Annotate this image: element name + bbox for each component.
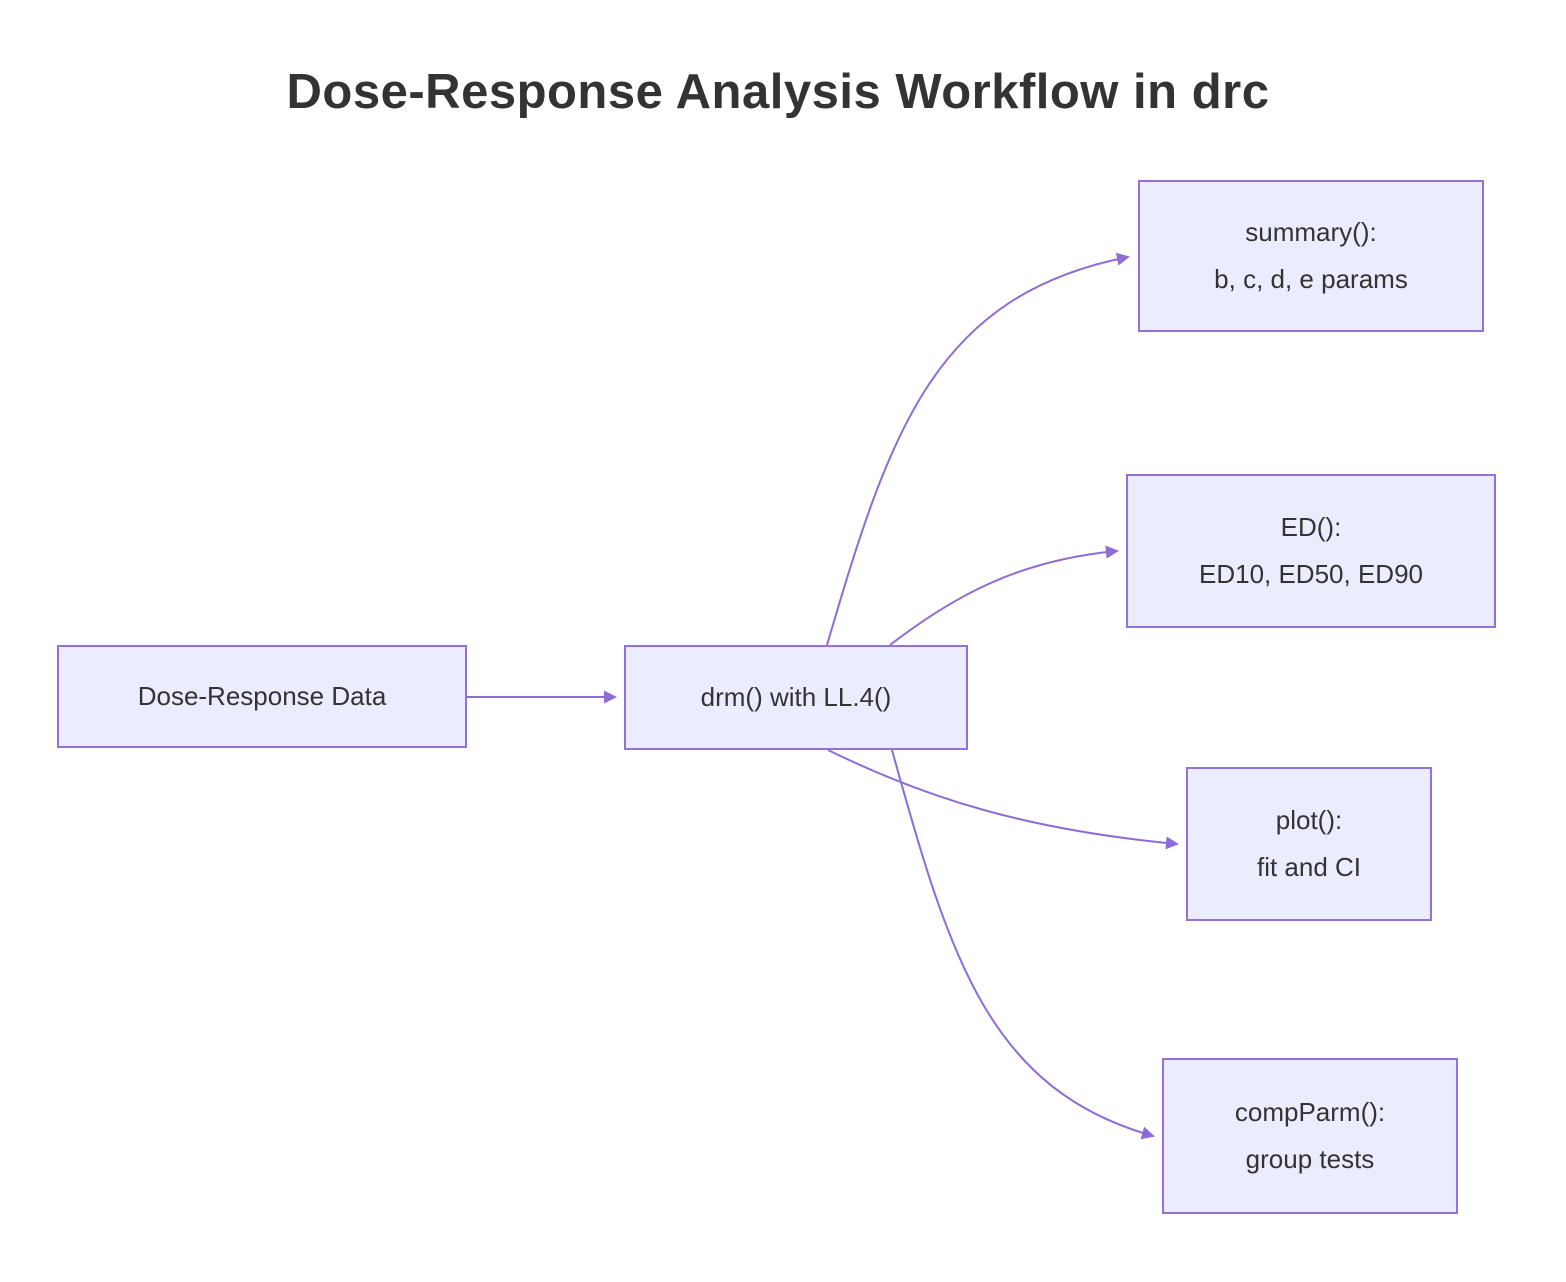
node-label: drm() with LL.4(): [700, 682, 892, 713]
node-label-line2: b, c, d, e params: [1214, 264, 1408, 294]
node-label-line2: fit and CI: [1256, 852, 1362, 882]
node-dose-response-data: Dose-Response Data: [57, 645, 467, 748]
node-plot: plot(): fit and CI: [1186, 767, 1432, 921]
node-drm-ll4: drm() with LL.4(): [624, 645, 968, 750]
diagram-title: Dose-Response Analysis Workflow in drc: [286, 65, 1270, 119]
edge-drm-to-plot: [827, 749, 1179, 850]
edge-drm-to-summary: [826, 252, 1130, 646]
node-label-line2: group tests: [1245, 1144, 1375, 1174]
edge-drm-to-ed: [889, 545, 1119, 646]
node-label: Dose-Response Data: [137, 681, 387, 712]
node-label-line2: ED10, ED50, ED90: [1198, 559, 1423, 589]
edge-drm-to-compparm: [891, 749, 1155, 1140]
node-ed: ED(): ED10, ED50, ED90: [1126, 474, 1496, 628]
node-label-line1: ED():: [1280, 512, 1342, 543]
node-compparm: compParm(): group tests: [1162, 1058, 1458, 1214]
node-label-line1: plot():: [1275, 805, 1343, 836]
node-summary: summary(): b, c, d, e params: [1138, 180, 1484, 332]
node-label-line1: summary():: [1245, 217, 1377, 248]
node-label-line1: compParm():: [1234, 1097, 1386, 1128]
